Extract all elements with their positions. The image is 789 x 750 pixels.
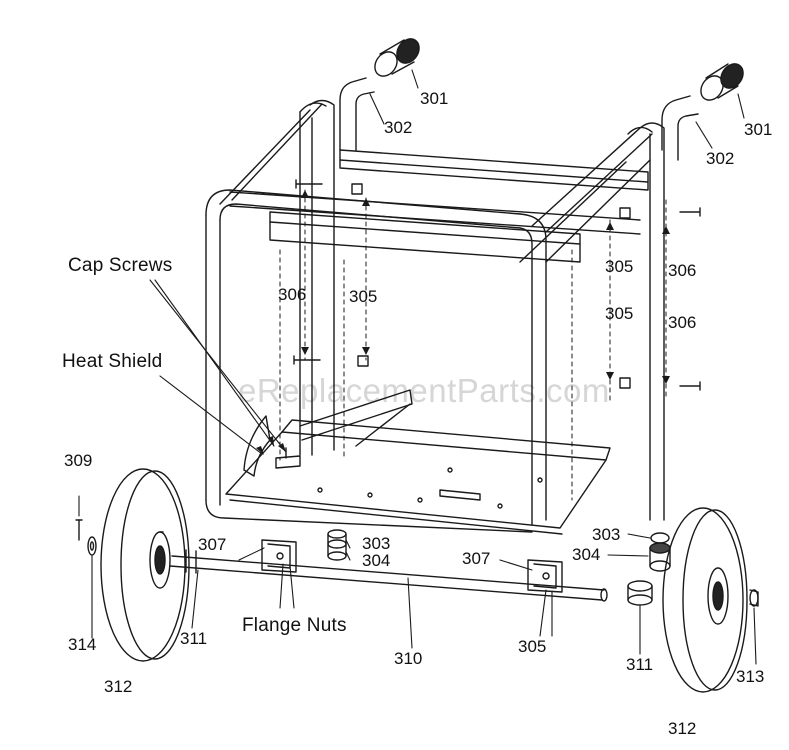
part-313: 313 — [736, 667, 765, 686]
part-301-right: 301 — [744, 120, 773, 139]
part-302-right: 302 — [706, 149, 735, 168]
handle-grip-right — [700, 63, 744, 101]
part-305-bottom: 305 — [518, 637, 547, 656]
rear-frame — [299, 99, 665, 521]
part-310: 310 — [394, 649, 423, 668]
cross-bars — [229, 149, 649, 263]
part-311-right: 311 — [626, 655, 654, 674]
part-312-right: 312 — [668, 719, 697, 738]
heat-shield-label: Heat Shield — [62, 351, 163, 372]
part-314: 314 — [68, 635, 97, 654]
base-pan — [225, 389, 611, 535]
handle-left — [339, 77, 375, 151]
cap-screws-label: Cap Screws — [68, 255, 173, 276]
part-303-right: 303 — [592, 525, 621, 544]
part-304-right: 304 — [572, 545, 601, 564]
part-304-center: 304 — [362, 551, 391, 570]
part-307-left: 307 — [198, 535, 227, 554]
flange-nuts-label: Flange Nuts — [242, 615, 347, 636]
arrows — [256, 190, 670, 455]
wheel-left — [100, 468, 190, 662]
axle — [169, 549, 608, 602]
handle-grip-left — [374, 38, 420, 77]
part-309: 309 — [64, 451, 93, 470]
top-rails — [219, 103, 653, 263]
hub-cap-313 — [749, 589, 759, 607]
axle-bracket-right — [527, 559, 563, 593]
bolt-guides — [279, 189, 667, 501]
bushing-right — [649, 532, 671, 572]
bushing-center — [327, 529, 347, 561]
part-306-a: 306 — [278, 285, 307, 304]
part-312-left: 312 — [104, 677, 133, 696]
spacer-right — [627, 580, 653, 606]
part-305-c: 305 — [605, 304, 634, 323]
leader-lines — [78, 69, 757, 665]
part-306-b: 306 — [668, 261, 697, 280]
wheel-right — [662, 507, 748, 693]
part-301-left: 301 — [420, 89, 449, 108]
bolts — [293, 179, 701, 391]
part-303-center: 303 — [362, 534, 391, 553]
front-frame — [205, 189, 547, 533]
pin-309 — [75, 519, 83, 541]
part-306-c: 306 — [668, 313, 697, 332]
washer-314 — [87, 536, 97, 556]
handle-right — [661, 95, 699, 161]
part-311-left: 311 — [180, 629, 208, 648]
axle-bracket-left — [261, 539, 297, 573]
part-307-right: 307 — [462, 549, 491, 568]
part-305-b: 305 — [605, 257, 634, 276]
part-302-left: 302 — [384, 118, 413, 137]
part-305-a: 305 — [349, 287, 378, 306]
